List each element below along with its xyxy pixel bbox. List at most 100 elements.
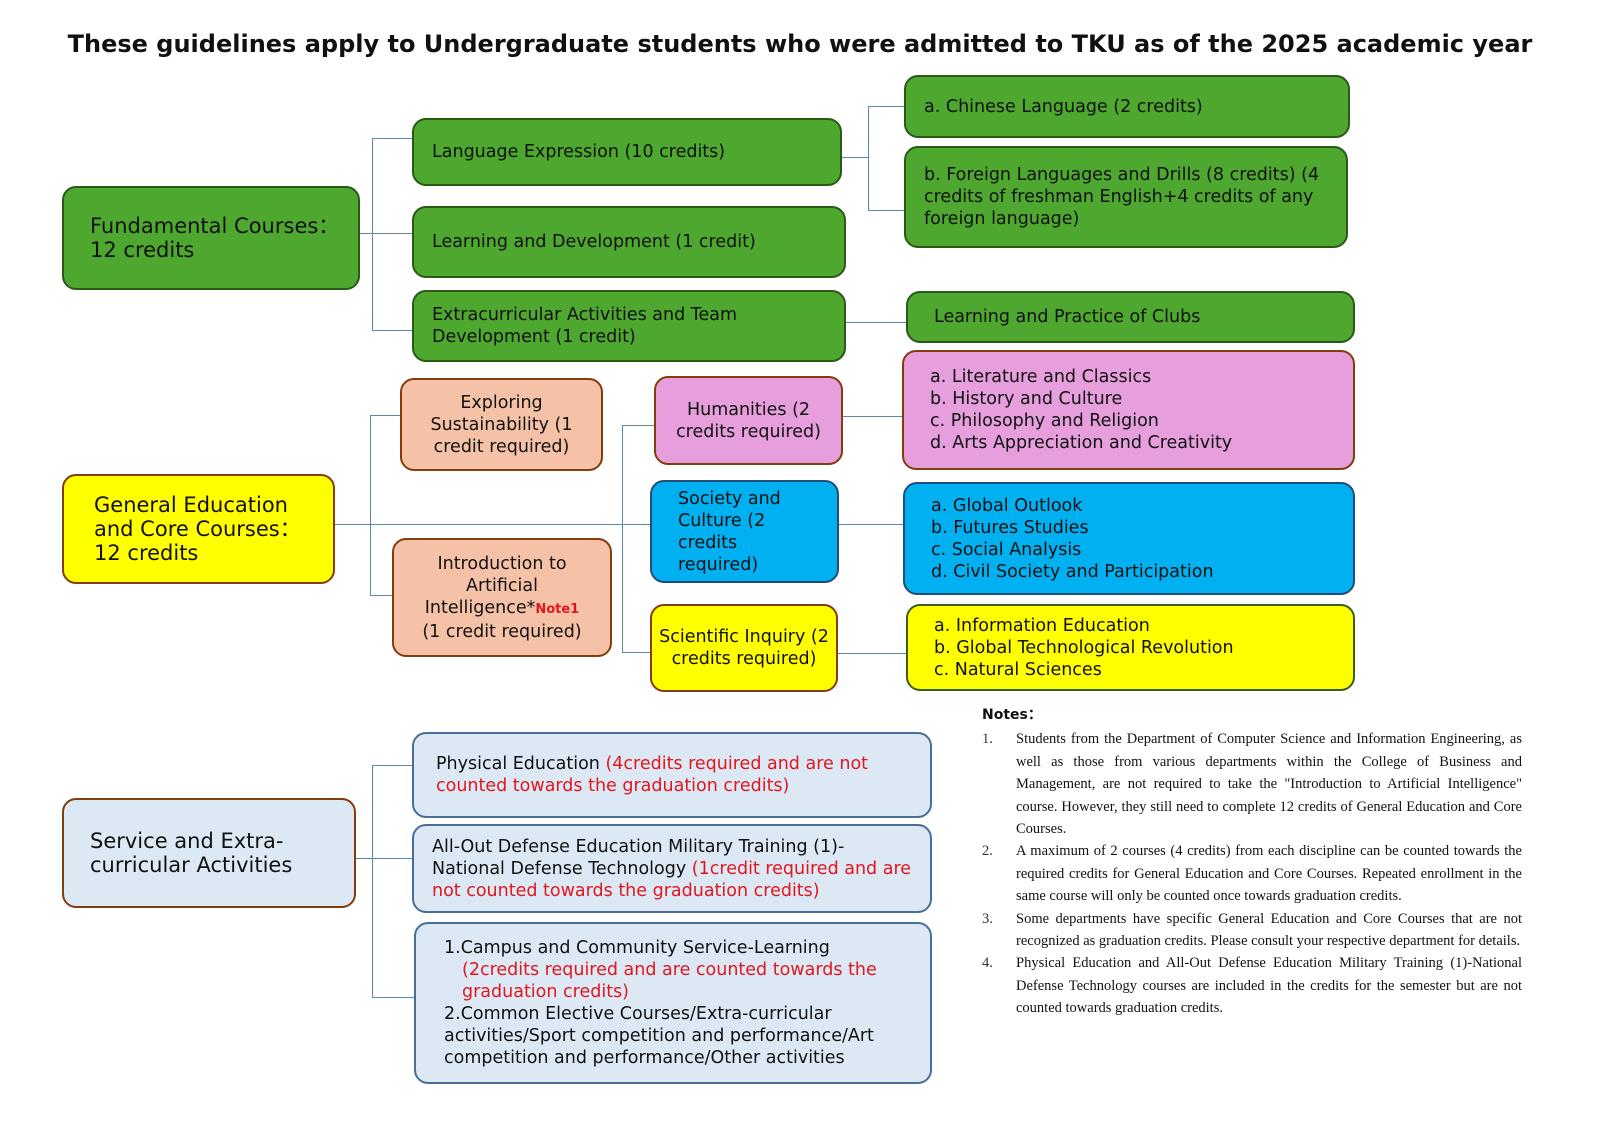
list-item: d. Civil Society and Participation [931,561,1214,582]
box-label: Fundamental Courses：12 credits [90,214,340,262]
box-label: Learning and Development (1 credit) [432,232,756,252]
campus-requirement: (2credits required and are counted towar… [462,960,877,1002]
extracurricular-box: Extracurricular Activities and Team Deve… [412,290,846,362]
note-text: Some departments have specific General E… [1016,910,1522,950]
humanities-box: Humanities (2 credits required) [654,376,843,465]
note-item: 2. A maximum of 2 courses (4 credits) fro… [982,840,1522,907]
defense-education-box: All-Out Defense Education Military Train… [412,824,932,913]
note-number: 1. [982,731,993,748]
note-number: 3. [982,910,993,927]
connector [868,210,904,211]
connector [868,106,904,107]
box-label: a. Chinese Language (2 credits) [924,96,1203,117]
general-education-box: General Education and Core Courses：12 cr… [62,474,335,584]
pe-requirement: (4credits required and are not counted t… [436,754,869,796]
connector [356,858,372,859]
note-text: Physical Education and All-Out Defense E… [1016,955,1522,1017]
list-item: a. Information Education [934,615,1150,636]
box-label: Exploring Sustainability (1 credit requi… [430,392,573,457]
fundamental-courses-box: Fundamental Courses：12 credits [62,186,360,290]
connector [843,416,902,417]
connector [372,138,412,139]
connector [839,524,903,525]
list-item: a. Global Outlook [931,495,1083,516]
list-item: b. Global Technological Revolution [934,637,1234,658]
notes-list: 1. Students from the Department of Comput… [982,728,1522,1019]
note-item: 1. Students from the Department of Comput… [982,728,1522,840]
list-item: c. Natural Sciences [934,659,1102,680]
box-label: All-Out Defense Education Military Train… [432,836,912,902]
connector [335,524,650,525]
box-label: Service and Extra-curricular Activities [90,829,293,877]
connector [622,425,623,653]
elective-label: 2.Common Elective Courses/Extra-curricul… [444,1004,874,1068]
defense-requirement: (1credit required and are not counted to… [432,858,912,901]
connector [372,997,414,998]
connector [622,652,650,653]
box-label: Humanities (2 credits required) [676,399,821,442]
connector [622,425,654,426]
learning-development-box: Learning and Development (1 credit) [412,206,846,278]
connector [868,106,869,211]
list-item: a. Literature and Classics [930,367,1152,387]
pe-label: Physical Education [436,754,606,774]
physical-education-box: Physical Education (4credits required an… [412,732,932,818]
connector [372,233,412,234]
society-culture-box: Society and Culture (2 credits required) [650,480,839,583]
notes-section: Notes： 1.Students from the Department of… [982,704,1522,1020]
connector [372,765,412,766]
ai-credit: (1 credit required) [422,621,582,642]
clubs-box: Learning and Practice of Clubs [906,291,1355,343]
box-label: Physical Education (4credits required an… [436,753,912,797]
connector [372,858,412,859]
connector [846,322,906,323]
box-label: General Education and Core Courses：12 cr… [94,493,301,565]
note-item: 4. Physical Education and All-Out Defense… [982,952,1522,1019]
campus-label: 1.Campus and Community Service-Learning [444,938,830,958]
connector [370,415,400,416]
exploring-sustainability-box: Exploring Sustainability (1 credit requi… [400,378,603,471]
ai-label: Introduction to Artificial Intelligence* [424,553,567,618]
connector [360,233,372,234]
connector [372,765,373,998]
campus-service-box: 1.Campus and Community Service-Learning … [414,922,932,1084]
service-activities-box: Service and Extra-curricular Activities [62,798,356,908]
list-item: d. Arts Appreciation and Creativity [930,433,1233,453]
note-item: 3. Some departments have specific General… [982,908,1522,953]
intro-ai-box: Introduction to Artificial Intelligence*… [392,538,612,657]
list-item: b. History and Culture [930,389,1123,409]
box-label: Extracurricular Activities and Team Deve… [432,305,738,347]
connector [370,595,392,596]
connector [372,330,412,331]
list-item: c. Social Analysis [931,539,1082,560]
note-reference[interactable]: Note1 [535,601,580,617]
foreign-languages-box: b. Foreign Languages and Drills (8 credi… [904,146,1348,248]
scientific-inquiry-box: Scientific Inquiry (2 credits required) [650,604,838,692]
defense-label: All-Out Defense Education Military Train… [432,836,845,879]
note-text: Students from the Department of Computer… [1016,731,1522,838]
list-item: b. Futures Studies [931,517,1089,538]
box-label: b. Foreign Languages and Drills (8 credi… [924,165,1320,229]
box-label: Language Expression (10 credits) [432,142,726,162]
box-label: Society and Culture (2 credits required) [678,488,781,575]
note-text: A maximum of 2 courses (4 credits) from … [1016,843,1522,905]
note-number: 4. [982,955,993,972]
page-title: These guidelines apply to Undergraduate … [67,30,1533,58]
list-item: c. Philosophy and Religion [930,411,1159,431]
connector [842,157,868,158]
note-number: 2. [982,843,993,860]
chinese-language-box: a. Chinese Language (2 credits) [904,75,1350,138]
connector [370,415,371,596]
box-label: Learning and Practice of Clubs [934,307,1201,327]
language-expression-box: Language Expression (10 credits) [412,118,842,186]
box-label: Scientific Inquiry (2 credits required) [659,627,829,669]
connector [838,653,906,654]
box-label: Introduction to Artificial Intelligence*… [412,553,592,643]
